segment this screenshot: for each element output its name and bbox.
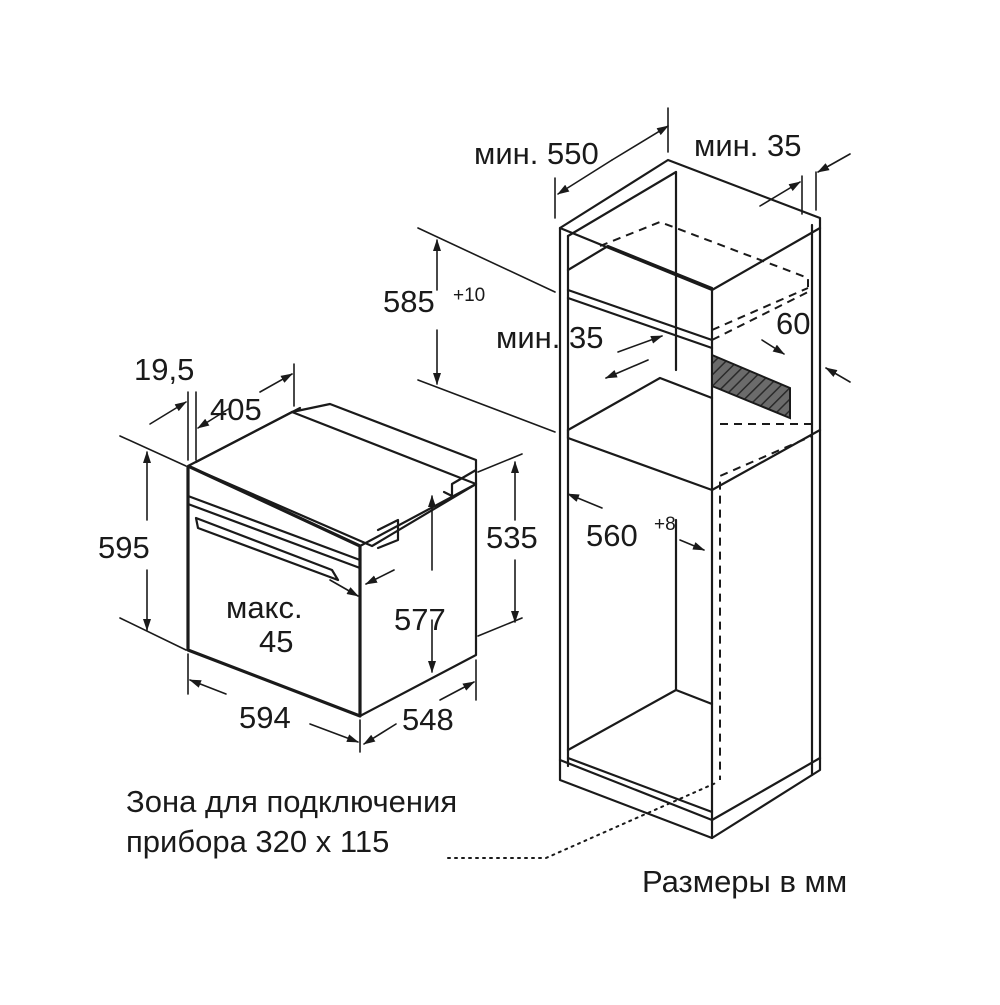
label-19-5: 19,5 xyxy=(134,352,194,387)
label-594: 594 xyxy=(239,700,291,735)
label-45: 45 xyxy=(259,624,293,659)
label-60: 60 xyxy=(776,306,810,341)
label-595: 595 xyxy=(98,530,150,565)
connection-zone-line2: прибора 320 x 115 xyxy=(126,824,389,859)
label-585: 585 xyxy=(383,284,435,319)
label-min-35-mid: мин. 35 xyxy=(496,320,603,355)
label-548: 548 xyxy=(402,702,454,737)
label-577: 577 xyxy=(394,602,446,637)
oven-handle xyxy=(194,516,340,582)
oven-front xyxy=(186,466,362,718)
label-585-tolerance: +10 xyxy=(453,285,485,306)
label-maks: макс. xyxy=(226,590,303,625)
oven xyxy=(186,402,478,718)
connection-zone-leader xyxy=(447,781,719,859)
connection-zone-line1: Зона для подключения xyxy=(126,784,457,819)
label-min-35-top: мин. 35 xyxy=(694,128,801,163)
cabinet xyxy=(558,158,822,840)
label-min-550: мин. 550 xyxy=(474,136,599,171)
units-note: Размеры в мм xyxy=(642,864,847,899)
dimension-labels: мин. 550 мин. 35 585 +10 мин. 35 60 19,5… xyxy=(98,128,847,899)
cabinet-outline xyxy=(558,158,822,840)
label-535: 535 xyxy=(486,520,538,555)
dimension-lines xyxy=(119,107,851,859)
label-560: 560 xyxy=(586,518,638,553)
label-405: 405 xyxy=(210,392,262,427)
label-560-tolerance: +8 xyxy=(654,514,676,535)
ventilation-cutout xyxy=(711,353,791,420)
